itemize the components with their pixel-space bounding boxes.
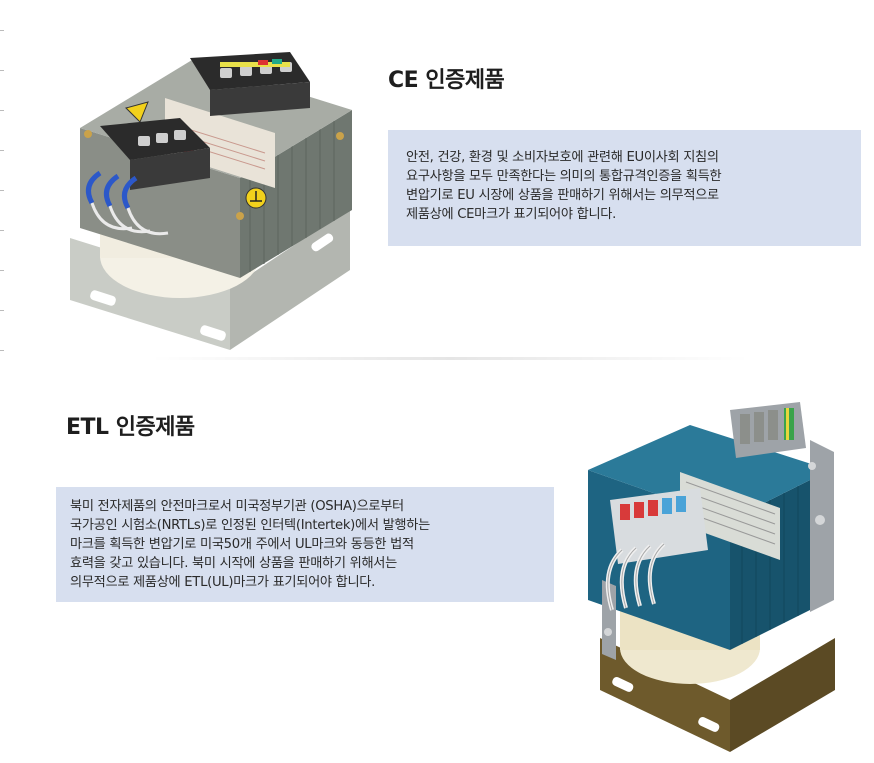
etl-description-line: 북미 전자제품의 안전마크로서 미국정부기관 (OSHA)으로부터: [70, 499, 404, 514]
transformer-ce-photo-icon: CE: [60, 38, 360, 350]
ce-description-line: 제품상에 CE마크가 표기되어야 합니다.: [406, 207, 616, 222]
etl-description-line: 의무적으로 제품상에 ETL(UL)마크가 표기되어야 합니다.: [70, 575, 376, 590]
ce-description-line: 안전, 건강, 환경 및 소비자보호에 관련해 EU이사회 지침의: [406, 150, 719, 165]
ce-section-title: CE 인증제품: [388, 68, 505, 93]
section-divider: [150, 357, 750, 360]
etl-description-box: 북미 전자제품의 안전마크로서 미국정부기관 (OSHA)으로부터 국가공인 시…: [56, 487, 554, 602]
etl-description-line: 국가공인 시험소(NRTLs)로 인정된 인터텍(Intertek)에서 발행하…: [70, 518, 430, 533]
ce-description-line: 요구사항을 모두 만족한다는 의미의 통합규격인증을 획득한: [406, 169, 722, 184]
etl-description-line: 효력을 갖고 있습니다. 북미 시작에 상품을 판매하기 위해서는: [70, 556, 397, 571]
ce-section: CE: [0, 0, 874, 380]
transformer-etl-photo-icon: [580, 400, 840, 752]
etl-description-line: 마크를 획득한 변압기로 미국50개 주에서 UL마크와 동등한 법적: [70, 537, 414, 552]
side-dotted-guide: [0, 30, 4, 360]
ce-description-line: 변압기로 EU 시장에 상품을 판매하기 위해서는 의무적으로: [406, 188, 719, 203]
etl-section-title: ETL 인증제품: [66, 415, 195, 440]
etl-section: ETL 인증제품 북미 전자제품의 안전마크로서 미국정부기관 (OSHA)으로…: [0, 380, 874, 763]
ce-description-box: 안전, 건강, 환경 및 소비자보호에 관련해 EU이사회 지침의 요구사항을 …: [388, 130, 861, 246]
